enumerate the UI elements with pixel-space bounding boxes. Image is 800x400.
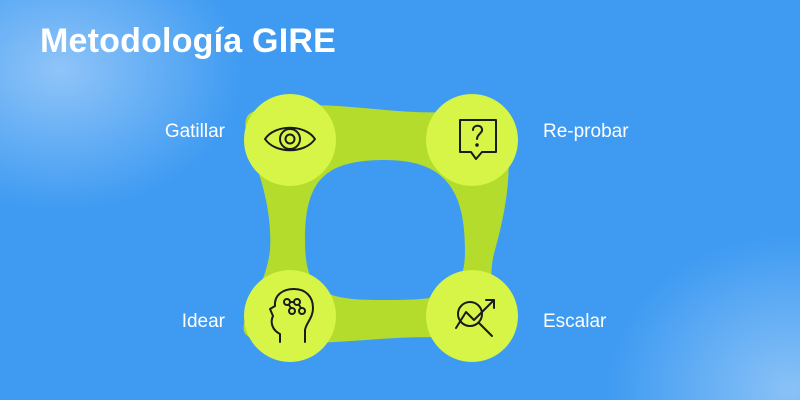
step-label-gatillar: Gatillar	[164, 121, 225, 142]
eye-icon	[264, 126, 316, 152]
node-re-probar	[426, 94, 518, 186]
step-label-escalar: Escalar	[543, 311, 607, 332]
magnifier-growth-icon	[455, 299, 495, 337]
step-label-idear: Idear	[181, 311, 225, 332]
node-escalar	[426, 270, 518, 362]
head-brain-icon	[269, 288, 314, 343]
node-gatillar	[244, 94, 336, 186]
node-idear	[244, 270, 336, 362]
question-bubble-icon	[459, 119, 497, 160]
page-title: Metodología GIRE	[40, 22, 336, 60]
step-label-re-probar: Re-probar	[543, 121, 629, 142]
